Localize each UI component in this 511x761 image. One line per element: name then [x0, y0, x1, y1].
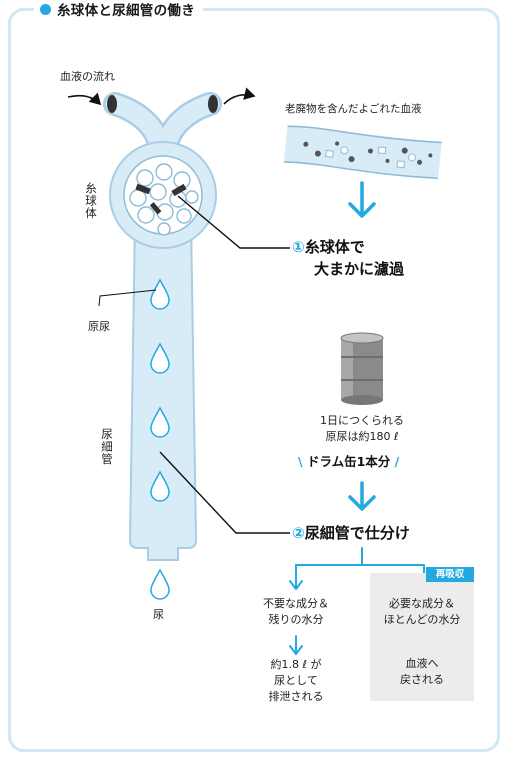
content-frame — [8, 8, 500, 752]
blood-flow-label: 血液の流れ — [60, 70, 115, 83]
step2-text: 尿細管で仕分け — [304, 524, 410, 542]
urine-label: 尿 — [153, 608, 164, 621]
step1-number: ① — [292, 238, 305, 256]
page-title: 糸球体と尿細管の働き — [57, 3, 195, 19]
reabsorption-box — [370, 573, 474, 701]
tubule-label: 尿細管 — [100, 428, 114, 466]
leader-line-step2 — [159, 451, 290, 534]
bullet-dot-icon — [40, 3, 51, 15]
left-result-line1: 約1.8 ℓ が — [270, 658, 322, 671]
step2-number: ② — [292, 524, 305, 542]
title-bar: 糸球体と尿細管の働き — [34, 0, 203, 19]
drum-caption-line1: 1日につくられる — [320, 414, 404, 427]
slash-left: \ — [298, 454, 303, 469]
left-result-line2: 尿として — [274, 674, 318, 687]
step1-text-line2: 大まかに濾過 — [314, 260, 405, 278]
step1-line1: ①糸球体で — [292, 236, 365, 258]
leader-line-urine — [98, 289, 157, 307]
vessel-opening-right — [208, 95, 218, 113]
dirty-blood-label: 老廃物を含んだよごれた血液 — [285, 103, 422, 115]
tubule-shape — [128, 219, 198, 561]
right-result-line1: 血液へ — [405, 657, 439, 670]
down-arrow-icon-1 — [348, 181, 376, 218]
reabsorption-badge: 再吸収 — [426, 567, 474, 582]
outflow-arrow-icon — [223, 87, 256, 105]
right-result-line2: 戻される — [400, 673, 444, 686]
left-result-line3: 排泄される — [268, 690, 324, 703]
leader-line-step1 — [177, 195, 290, 249]
drum-caption-line2: 原尿は約180 ℓ — [325, 430, 399, 443]
dirty-blood-vessel — [283, 125, 442, 180]
drum-highlight-text: ドラム缶1本分 — [306, 454, 391, 469]
inflow-arrow-icon — [67, 92, 102, 106]
drum-highlight: \ ドラム缶1本分 / — [298, 451, 399, 470]
step2-heading: ②尿細管で仕分け — [292, 522, 410, 544]
down-arrow-icon-2 — [348, 481, 376, 511]
right-branch-line1: 必要な成分＆ — [389, 597, 455, 610]
slash-right: / — [394, 454, 400, 469]
urine-droplets — [150, 278, 170, 600]
glomerulus-label: 糸球体 — [84, 182, 98, 220]
primary-urine-label: 原尿 — [88, 320, 110, 333]
step1-text-line1: 糸球体で — [304, 238, 365, 256]
left-branch-line1: 不要な成分＆ — [263, 597, 329, 610]
vessel-opening-left — [107, 95, 117, 113]
drum-can-icon — [340, 332, 384, 405]
right-branch-line2: ほとんどの水分 — [383, 613, 461, 626]
left-branch-line2: 残りの水分 — [268, 613, 324, 626]
